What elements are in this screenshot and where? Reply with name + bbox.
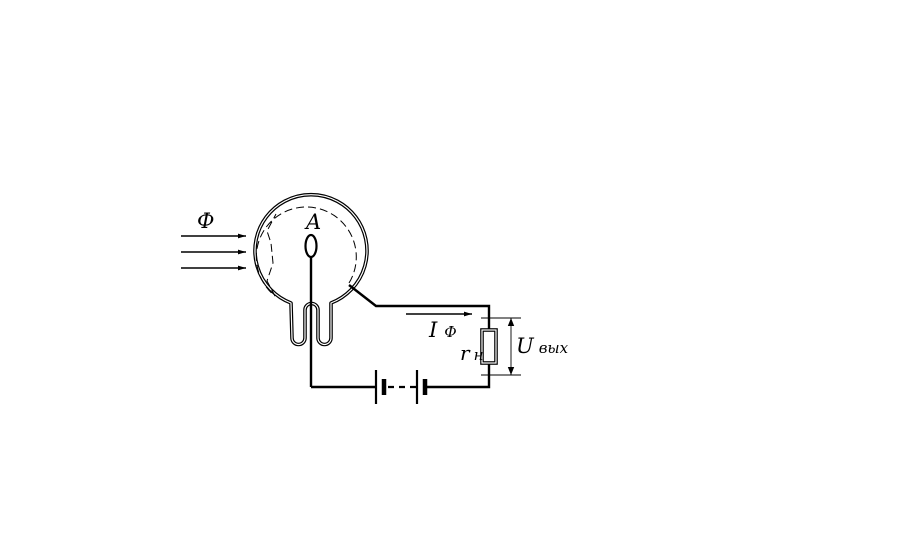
bottom-wire-right [425,363,491,389]
load-label: r н [460,341,483,365]
voltage-label-sub: вых [539,339,569,357]
load-label-main: r [460,341,471,365]
load-resistor-body [480,328,498,365]
circuit-wires [309,257,491,389]
voltage-label: U вых [516,334,569,358]
battery [374,370,428,404]
cathode-wire [348,284,491,330]
load-label-sub: н [474,346,484,364]
output-voltage-marker [481,317,521,376]
flux-label: Ф [197,209,214,233]
light-flux-arrows [181,233,246,271]
load-resistor-body-inner [481,329,497,364]
current-label: I Ф [428,318,457,342]
bulb-outline-inner [254,194,368,346]
current-label-main: I [428,318,438,342]
photocell-bulb [253,192,369,347]
anode [304,233,318,259]
photocathode-layer [255,206,357,297]
current-label-sub: Ф [444,323,456,341]
anode-label: A [304,210,321,234]
load-resistor [480,328,498,365]
voltage-label-main: U [516,334,535,358]
